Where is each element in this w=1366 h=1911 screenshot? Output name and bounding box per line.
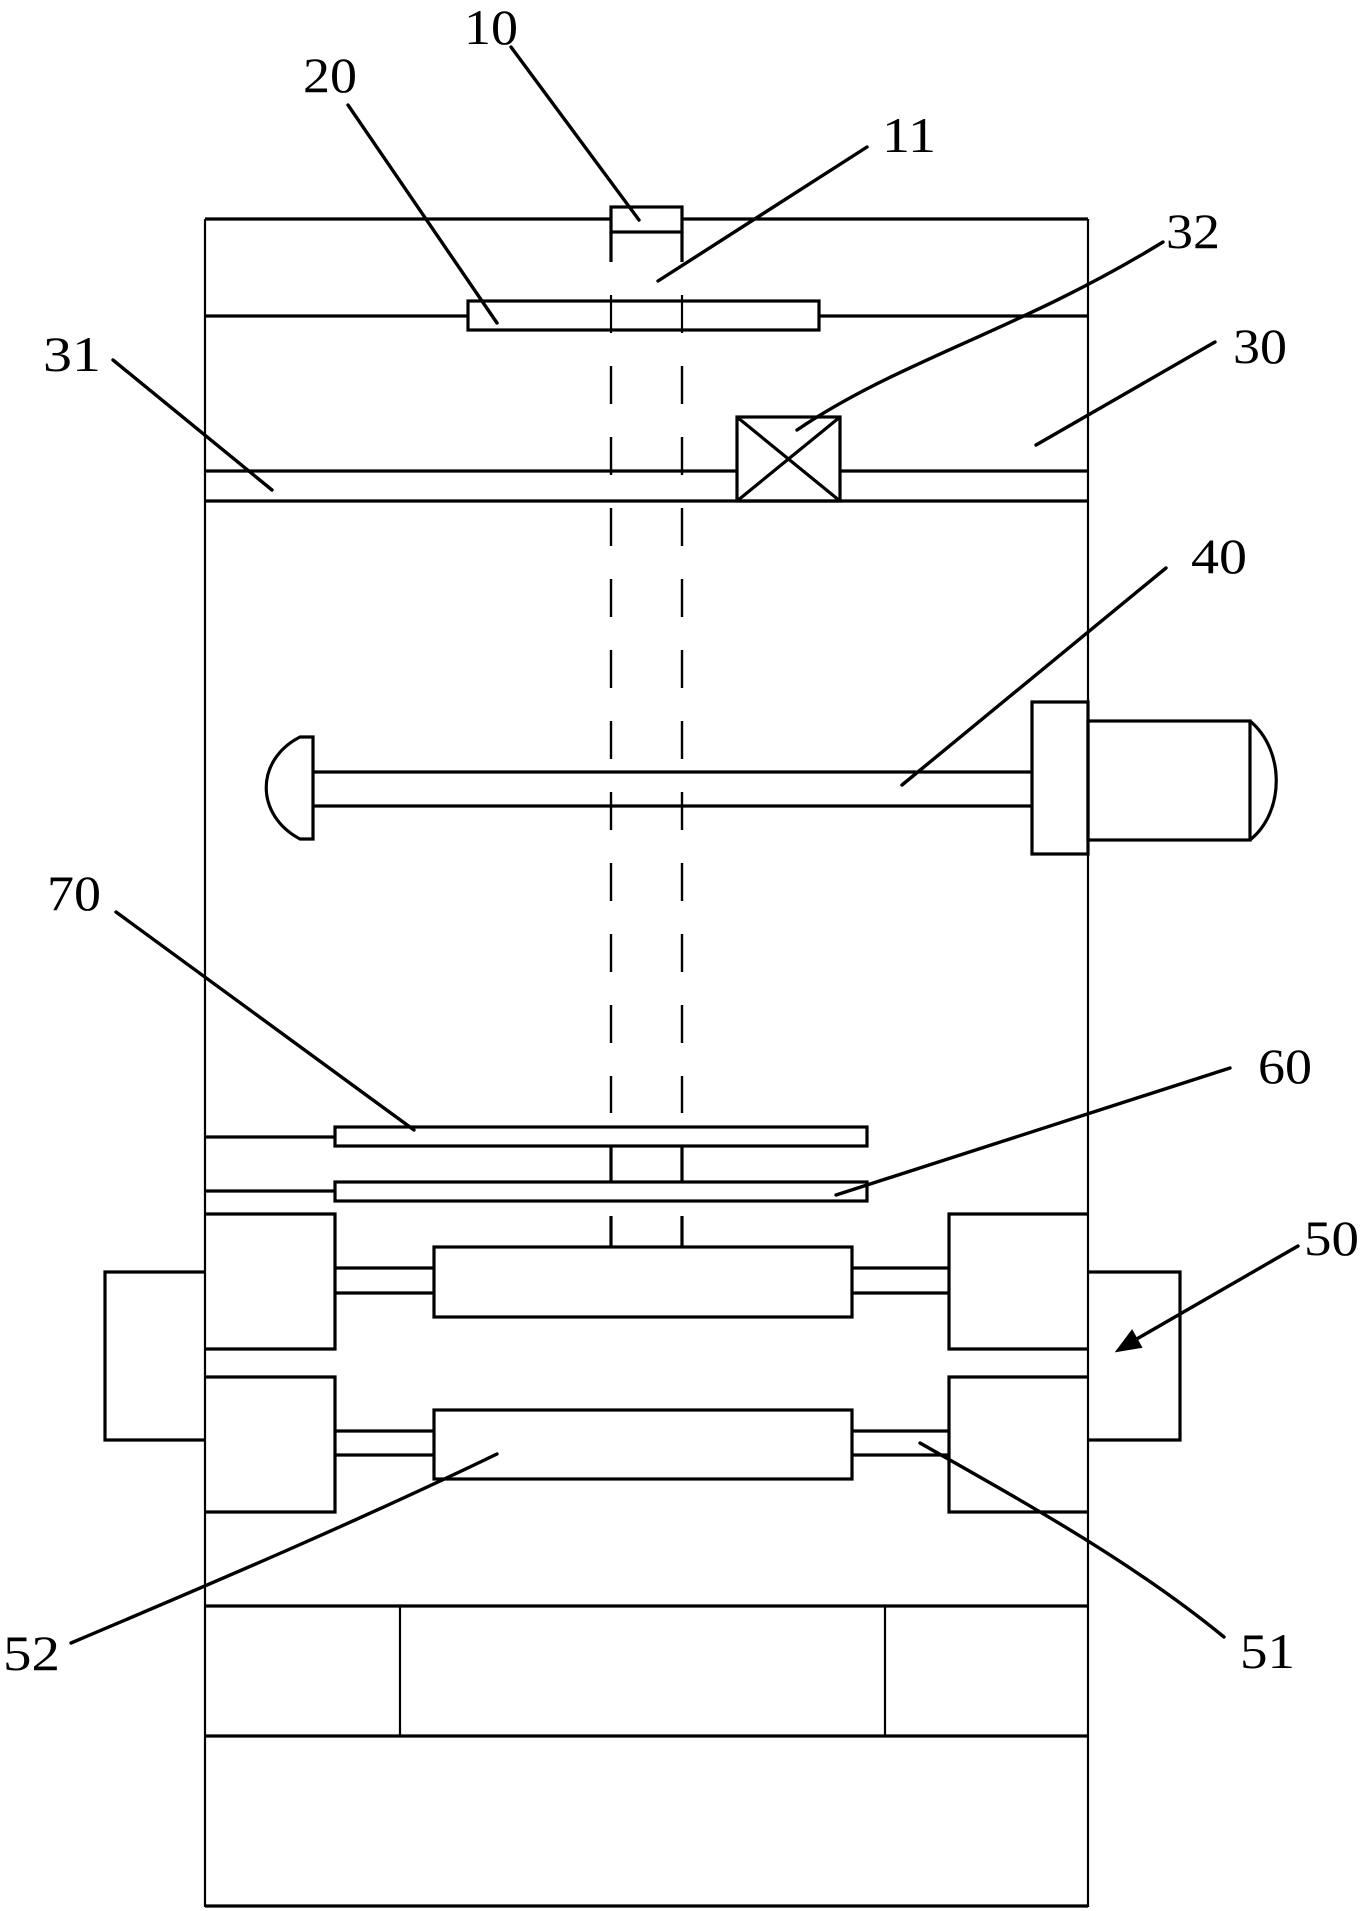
valve-body <box>735 415 842 503</box>
stirrer-40 <box>264 700 1278 856</box>
label-51: 51 <box>1240 1623 1295 1679</box>
arrowhead-50 <box>1114 1329 1143 1353</box>
leader-52 <box>69 1452 499 1645</box>
leader-50 <box>1126 1244 1300 1346</box>
central-shaft-11 <box>609 232 684 1247</box>
roller-assembly-50 <box>103 1212 1182 1514</box>
label-11: 11 <box>882 107 936 163</box>
plate60-body <box>333 1180 869 1203</box>
plate20-body <box>466 299 821 332</box>
inlet-cap-10 <box>609 205 684 234</box>
left-upper-bearing <box>205 1212 337 1351</box>
leader-40 <box>900 566 1168 787</box>
sieve-plate-60 <box>205 1180 869 1203</box>
left-lower-bearing <box>205 1375 337 1514</box>
plate70-body <box>333 1125 869 1148</box>
upper-roller <box>432 1245 854 1319</box>
right-outer-housing <box>1088 1270 1182 1442</box>
stirrer-end-cap <box>264 735 315 841</box>
leader-10 <box>509 45 641 222</box>
leader-30 <box>1034 340 1217 447</box>
leader-20 <box>346 103 499 325</box>
label-31: 31 <box>43 326 101 382</box>
base-section <box>205 1604 1088 1738</box>
valve-32 <box>735 415 842 503</box>
leader-11 <box>656 145 869 283</box>
right-upper-bearing <box>947 1212 1088 1351</box>
leader-70 <box>114 910 416 1132</box>
label-60: 60 <box>1258 1038 1312 1094</box>
label-50: 50 <box>1304 1210 1359 1266</box>
label-32: 32 <box>1166 203 1220 259</box>
leader-lines <box>69 45 1300 1645</box>
leader-31 <box>111 358 274 492</box>
label-20: 20 <box>303 47 357 103</box>
right-lower-bearing <box>947 1375 1088 1514</box>
reference-labels: 10 11 20 30 31 32 40 50 51 52 60 70 <box>3 0 1359 1681</box>
label-52: 52 <box>3 1625 60 1681</box>
label-30: 30 <box>1233 318 1287 374</box>
left-outer-housing <box>103 1270 205 1442</box>
motor-end-cap <box>1248 719 1278 842</box>
lower-roller-52 <box>432 1408 854 1481</box>
leader-32 <box>795 240 1165 432</box>
partition-31 <box>205 469 1088 503</box>
valve-cross-b <box>735 415 842 503</box>
sieve-plate-70 <box>205 1125 869 1148</box>
label-70: 70 <box>47 865 101 921</box>
label-10: 10 <box>464 0 518 55</box>
upper-plate-20 <box>205 299 1088 332</box>
leader-60 <box>834 1066 1232 1197</box>
motor-body <box>1086 719 1252 842</box>
leader-51 <box>918 1441 1226 1639</box>
label-40: 40 <box>1191 528 1247 584</box>
motor-flange <box>1030 700 1090 856</box>
